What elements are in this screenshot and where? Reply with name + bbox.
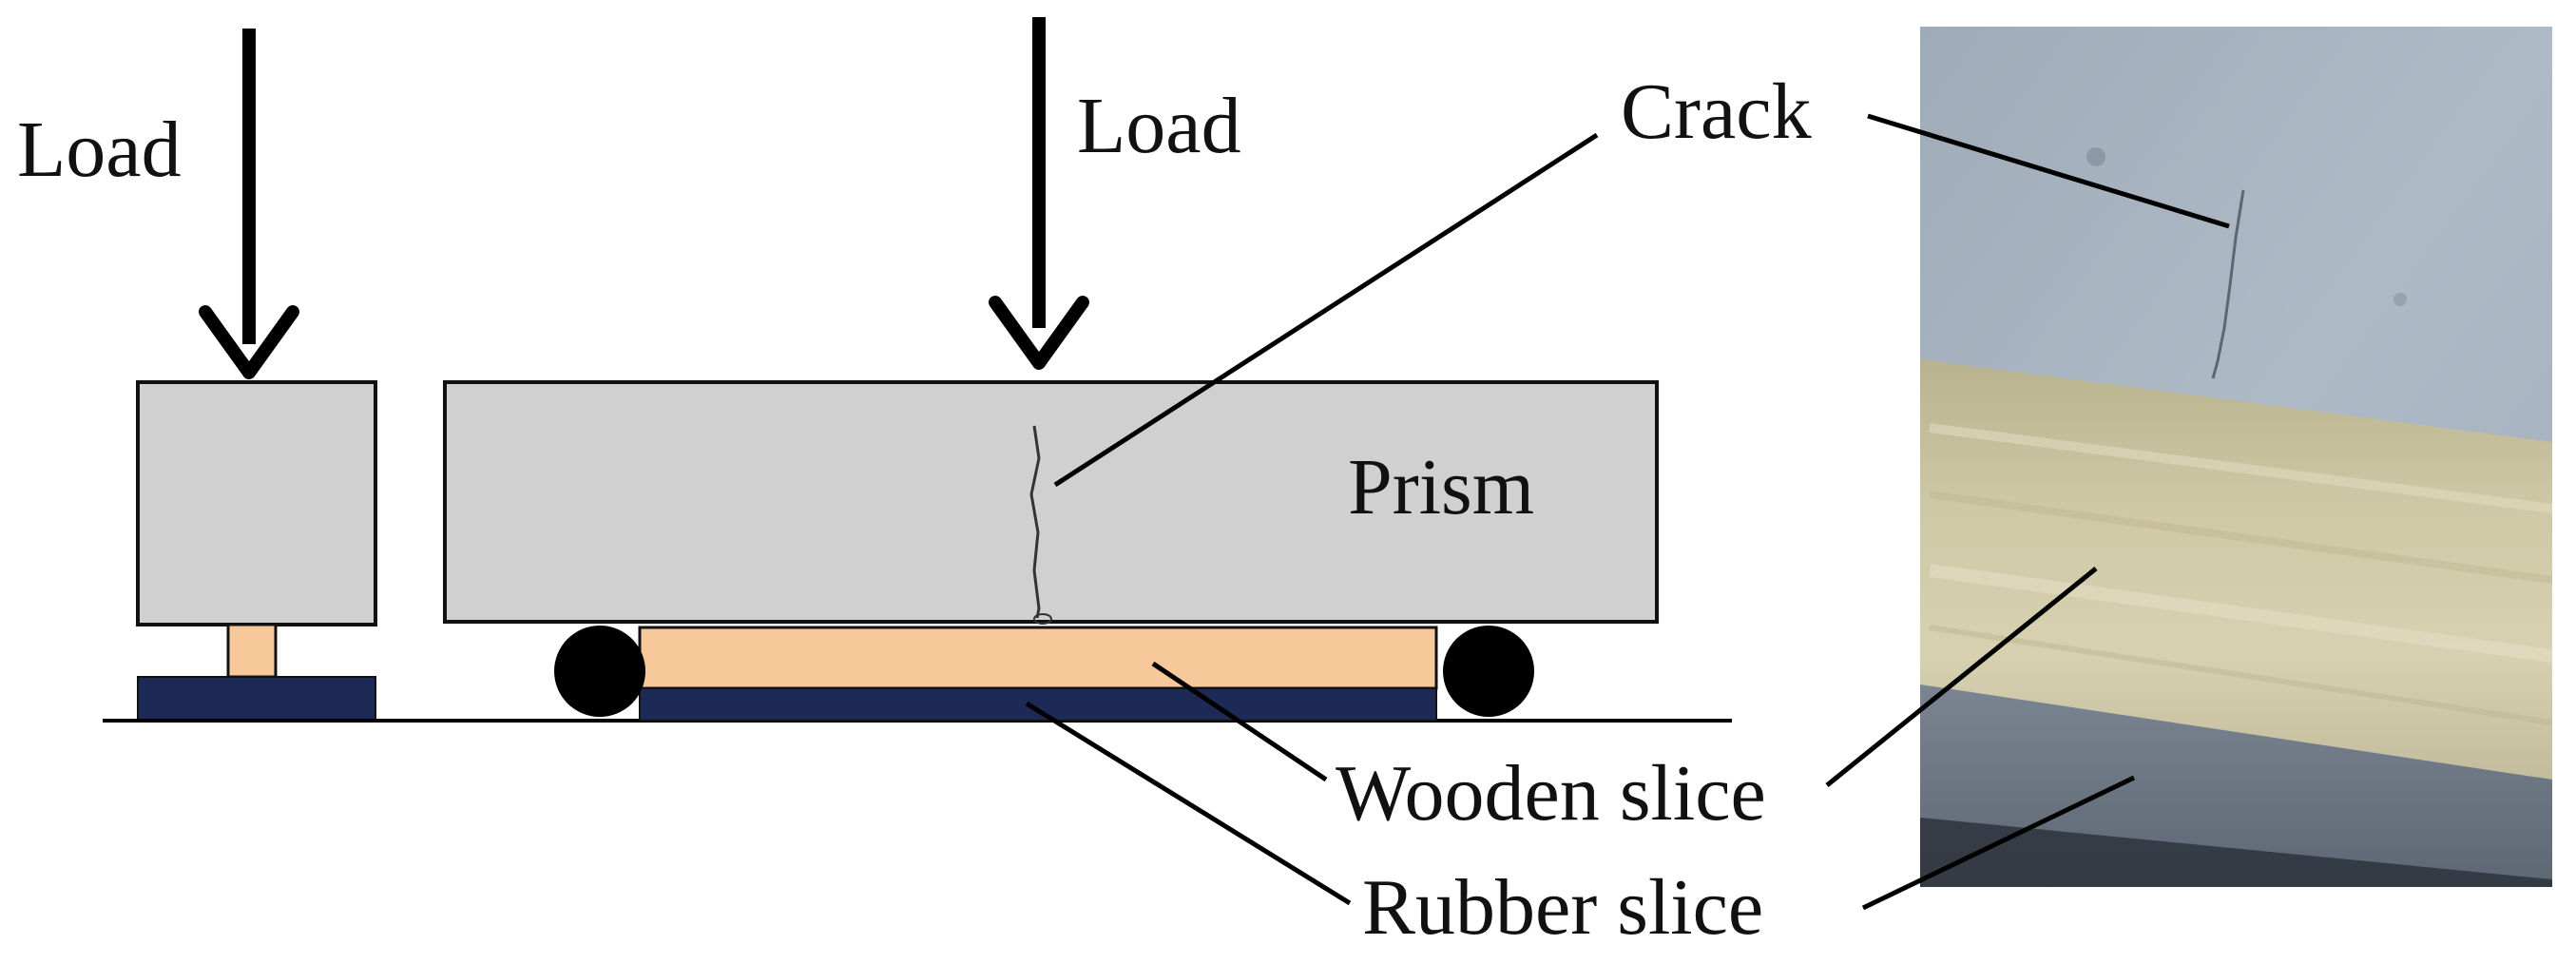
rubber-slice (639, 687, 1437, 722)
crack-leader-prism (1053, 132, 1599, 488)
left-roller (554, 626, 645, 717)
wooden-leader-photo (1825, 567, 2098, 787)
crack-root (1033, 613, 1052, 625)
photo-crack (2211, 189, 2245, 379)
wooden-leader-diagram (1151, 661, 1328, 782)
rubber-leader-diagram (1025, 701, 1352, 906)
right-roller (1443, 626, 1534, 717)
load-label-left: Load (17, 106, 182, 194)
center-load-arrow (989, 17, 1089, 370)
rubber-slice-label: Rubber slice (1362, 863, 1763, 952)
prism (443, 380, 1659, 624)
wooden-slice-label: Wooden slice (1336, 749, 1766, 838)
specimen-photo (1920, 27, 2552, 887)
crack-line (1029, 425, 1041, 619)
load-label-center: Load (1077, 82, 1241, 170)
crack-leader-photo (1867, 113, 2230, 229)
rubber-leader-photo (1861, 775, 2136, 911)
crack-label: Crack (1621, 67, 1812, 156)
prism-label: Prism (1348, 443, 1534, 531)
wooden-slice (638, 626, 1438, 690)
left-rubber-base (137, 676, 376, 722)
left-load-arrow (199, 29, 299, 379)
left-block (136, 380, 377, 627)
left-wooden-support (226, 623, 278, 679)
